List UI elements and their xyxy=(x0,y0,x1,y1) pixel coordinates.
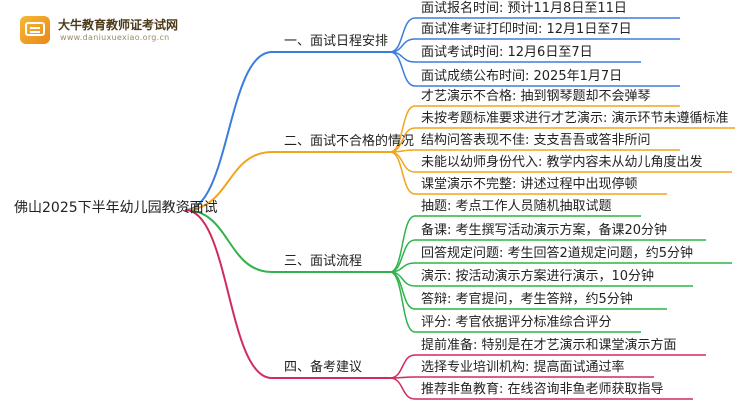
root-topic: 佛山2025下半年幼儿园教资面试 xyxy=(14,200,218,216)
schedule-leaf: 面试成绩公布时间: 2025年1月7日 xyxy=(421,69,623,84)
schedule-leaf: 面试准考证打印时间: 12月1日至7日 xyxy=(421,22,632,37)
branch-prep-tips: 四、备考建议 xyxy=(284,360,363,375)
branch-to-leaf-line xyxy=(389,51,416,87)
branch-to-leaf-line xyxy=(389,38,416,53)
fail-cases-leaf: 结构问答表现不佳: 支支吾吾或答非所问 xyxy=(421,133,651,148)
prep-tips-leaf: 提前准备: 特别是在才艺演示和课堂演示方面 xyxy=(421,338,677,353)
root-to-branch-line xyxy=(184,209,273,273)
branch-to-leaf-line xyxy=(389,271,416,333)
process-leaf: 答辩: 考官提问，考生答辩，约5分钟 xyxy=(421,292,633,307)
process-leaf: 备课: 考生撰写活动演示方案，备课20分钟 xyxy=(421,223,668,238)
root-to-branch-line xyxy=(184,51,273,211)
fail-cases-leaf: 未能以幼师身份代入: 教学内容未从幼儿角度出发 xyxy=(421,155,703,170)
fail-cases-leaf: 未按考题标准要求进行才艺演示: 演示环节未遵循标准 xyxy=(421,111,729,126)
process-leaf: 抽题: 考点工作人员随机抽取试题 xyxy=(421,199,612,214)
branch-to-leaf-line xyxy=(389,17,416,53)
branch-to-leaf-line xyxy=(389,377,416,400)
fail-cases-leaf: 课堂演示不完整: 讲述过程中出现停顿 xyxy=(421,177,638,192)
process-leaf: 回答规定问题: 考生回答2道规定问题，约5分钟 xyxy=(421,246,694,261)
root-to-branch-line xyxy=(184,209,273,379)
schedule-leaf: 面试考试时间: 12月6日至7日 xyxy=(421,45,593,60)
branch-schedule: 一、面试日程安排 xyxy=(284,34,389,49)
prep-tips-leaf: 推荐非鱼教育: 在线咨询非鱼老师获取指导 xyxy=(421,382,664,397)
root-to-branch-line xyxy=(184,151,273,211)
graduation-book-icon xyxy=(20,16,50,44)
prep-tips-leaf: 选择专业培训机构: 提高面试通过率 xyxy=(421,360,625,375)
branch-to-leaf-line xyxy=(389,151,416,195)
site-logo: 大牛教育教师证考试网 www.daniuxuexiao.org.cn xyxy=(10,12,240,48)
fail-cases-leaf: 才艺演示不合格: 抽到钢琴题却不会弹琴 xyxy=(421,89,651,104)
schedule-leaf: 面试报名时间: 预计11月8日至11日 xyxy=(421,1,627,16)
process-leaf: 演示: 按活动演示方案进行演示，10分钟 xyxy=(421,269,655,284)
branch-fail-cases: 二、面试不合格的情况 xyxy=(284,134,415,149)
branch-to-leaf-line xyxy=(389,151,416,173)
branch-to-leaf-line xyxy=(389,354,416,379)
logo-url: www.daniuxuexiao.org.cn xyxy=(60,33,170,42)
logo-name: 大牛教育教师证考试网 xyxy=(58,18,179,32)
process-leaf: 评分: 考官依据评分标准综合评分 xyxy=(421,315,612,330)
branch-process: 三、面试流程 xyxy=(284,254,363,269)
